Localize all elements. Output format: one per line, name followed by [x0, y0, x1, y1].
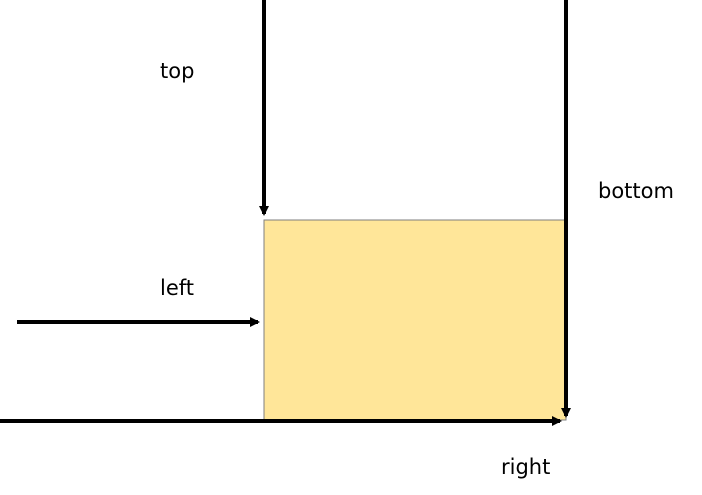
- highlighted-box: [263, 219, 567, 421]
- bottom-label: bottom: [598, 179, 674, 203]
- right-label: right: [501, 455, 551, 479]
- left-label: left: [160, 276, 195, 300]
- top-label: top: [160, 59, 195, 83]
